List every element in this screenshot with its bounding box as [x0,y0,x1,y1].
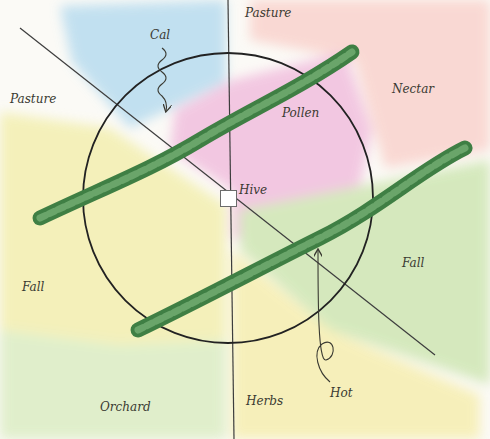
map-label: Pasture [10,92,56,106]
map-label: Orchard [100,400,151,414]
hive-box [220,190,237,207]
map-label: Pasture [245,6,291,20]
map-label: Fall [402,256,424,270]
map-label: Pollen [282,106,319,120]
hive-label: Hive [239,183,267,197]
map-label: Fall [22,280,44,294]
hive-node: Hive [220,183,267,197]
map-label: Herbs [246,394,283,408]
map-label: Cal [150,28,170,42]
map-label: Hot [330,386,353,400]
map-label: Nectar [392,82,434,96]
